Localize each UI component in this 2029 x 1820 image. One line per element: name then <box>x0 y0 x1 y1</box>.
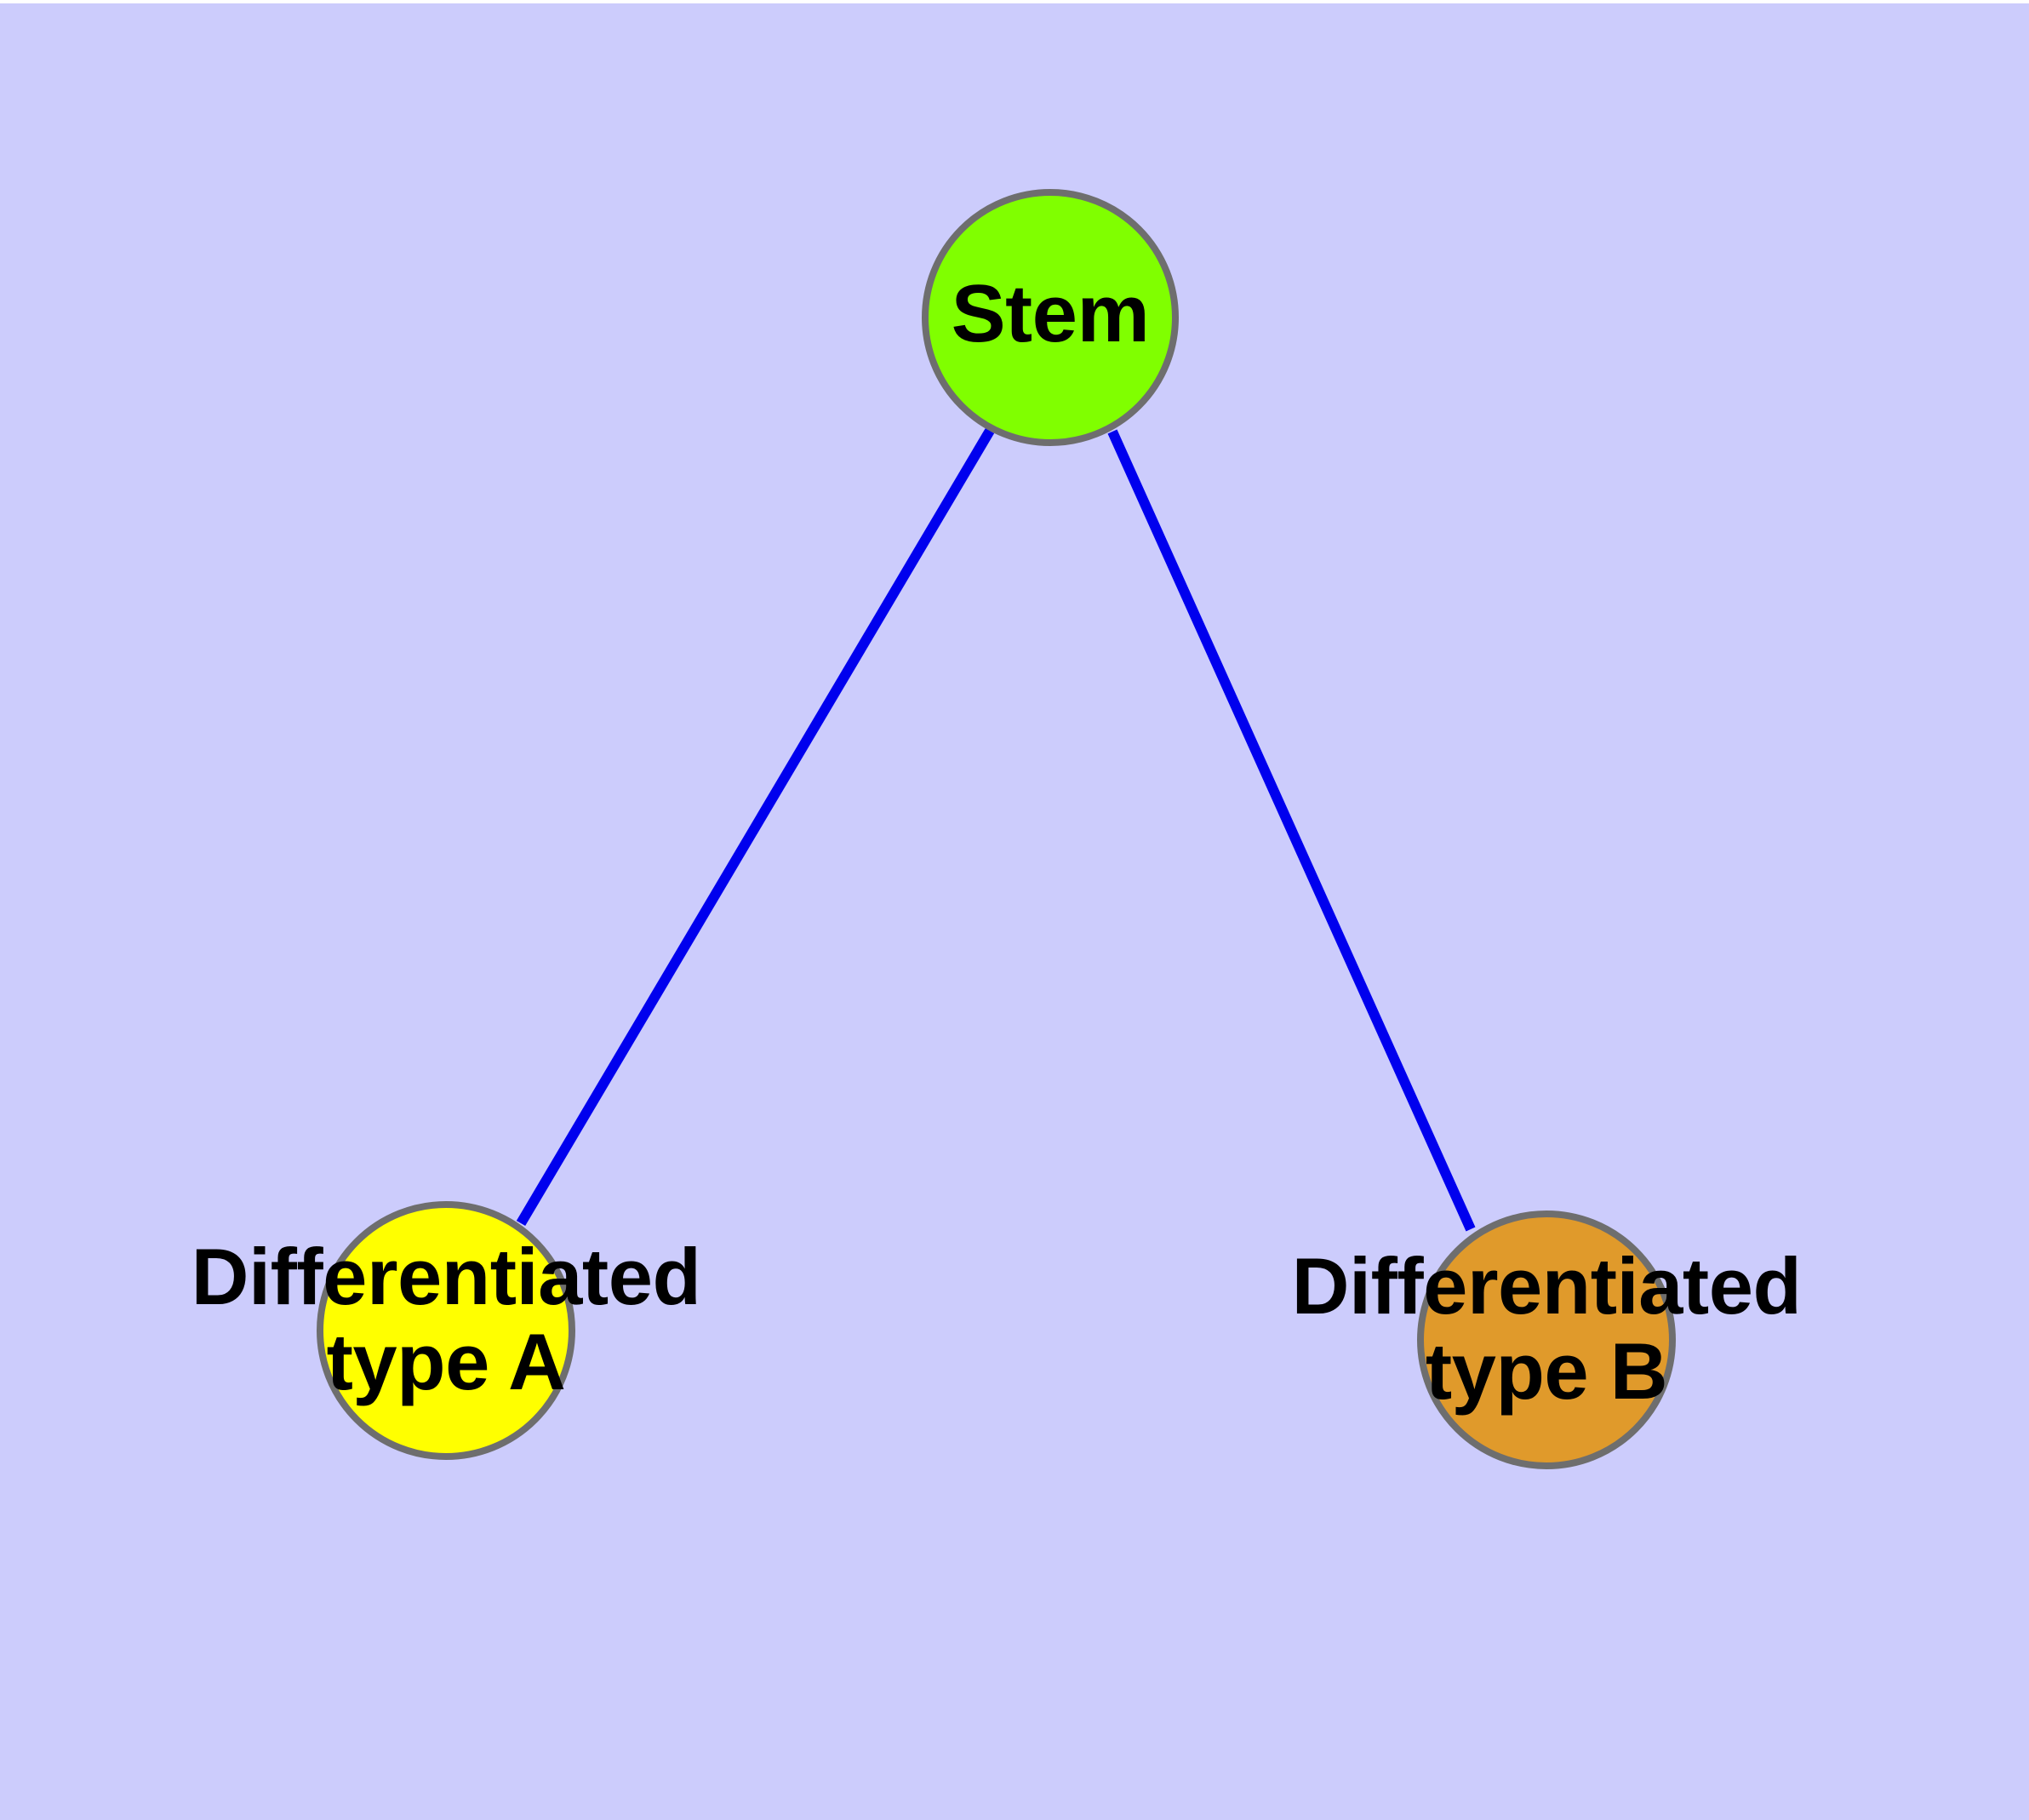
edges-group <box>516 427 1476 1232</box>
edge-stem-to-differentiated-b <box>1107 429 1476 1232</box>
node-differentiated-type-b[interactable] <box>1417 1210 1676 1469</box>
node-stem[interactable] <box>922 189 1179 446</box>
node-differentiated-type-a[interactable] <box>317 1201 575 1460</box>
nodes-group <box>317 189 1676 1469</box>
edge-stem-to-differentiated-a <box>516 427 995 1227</box>
